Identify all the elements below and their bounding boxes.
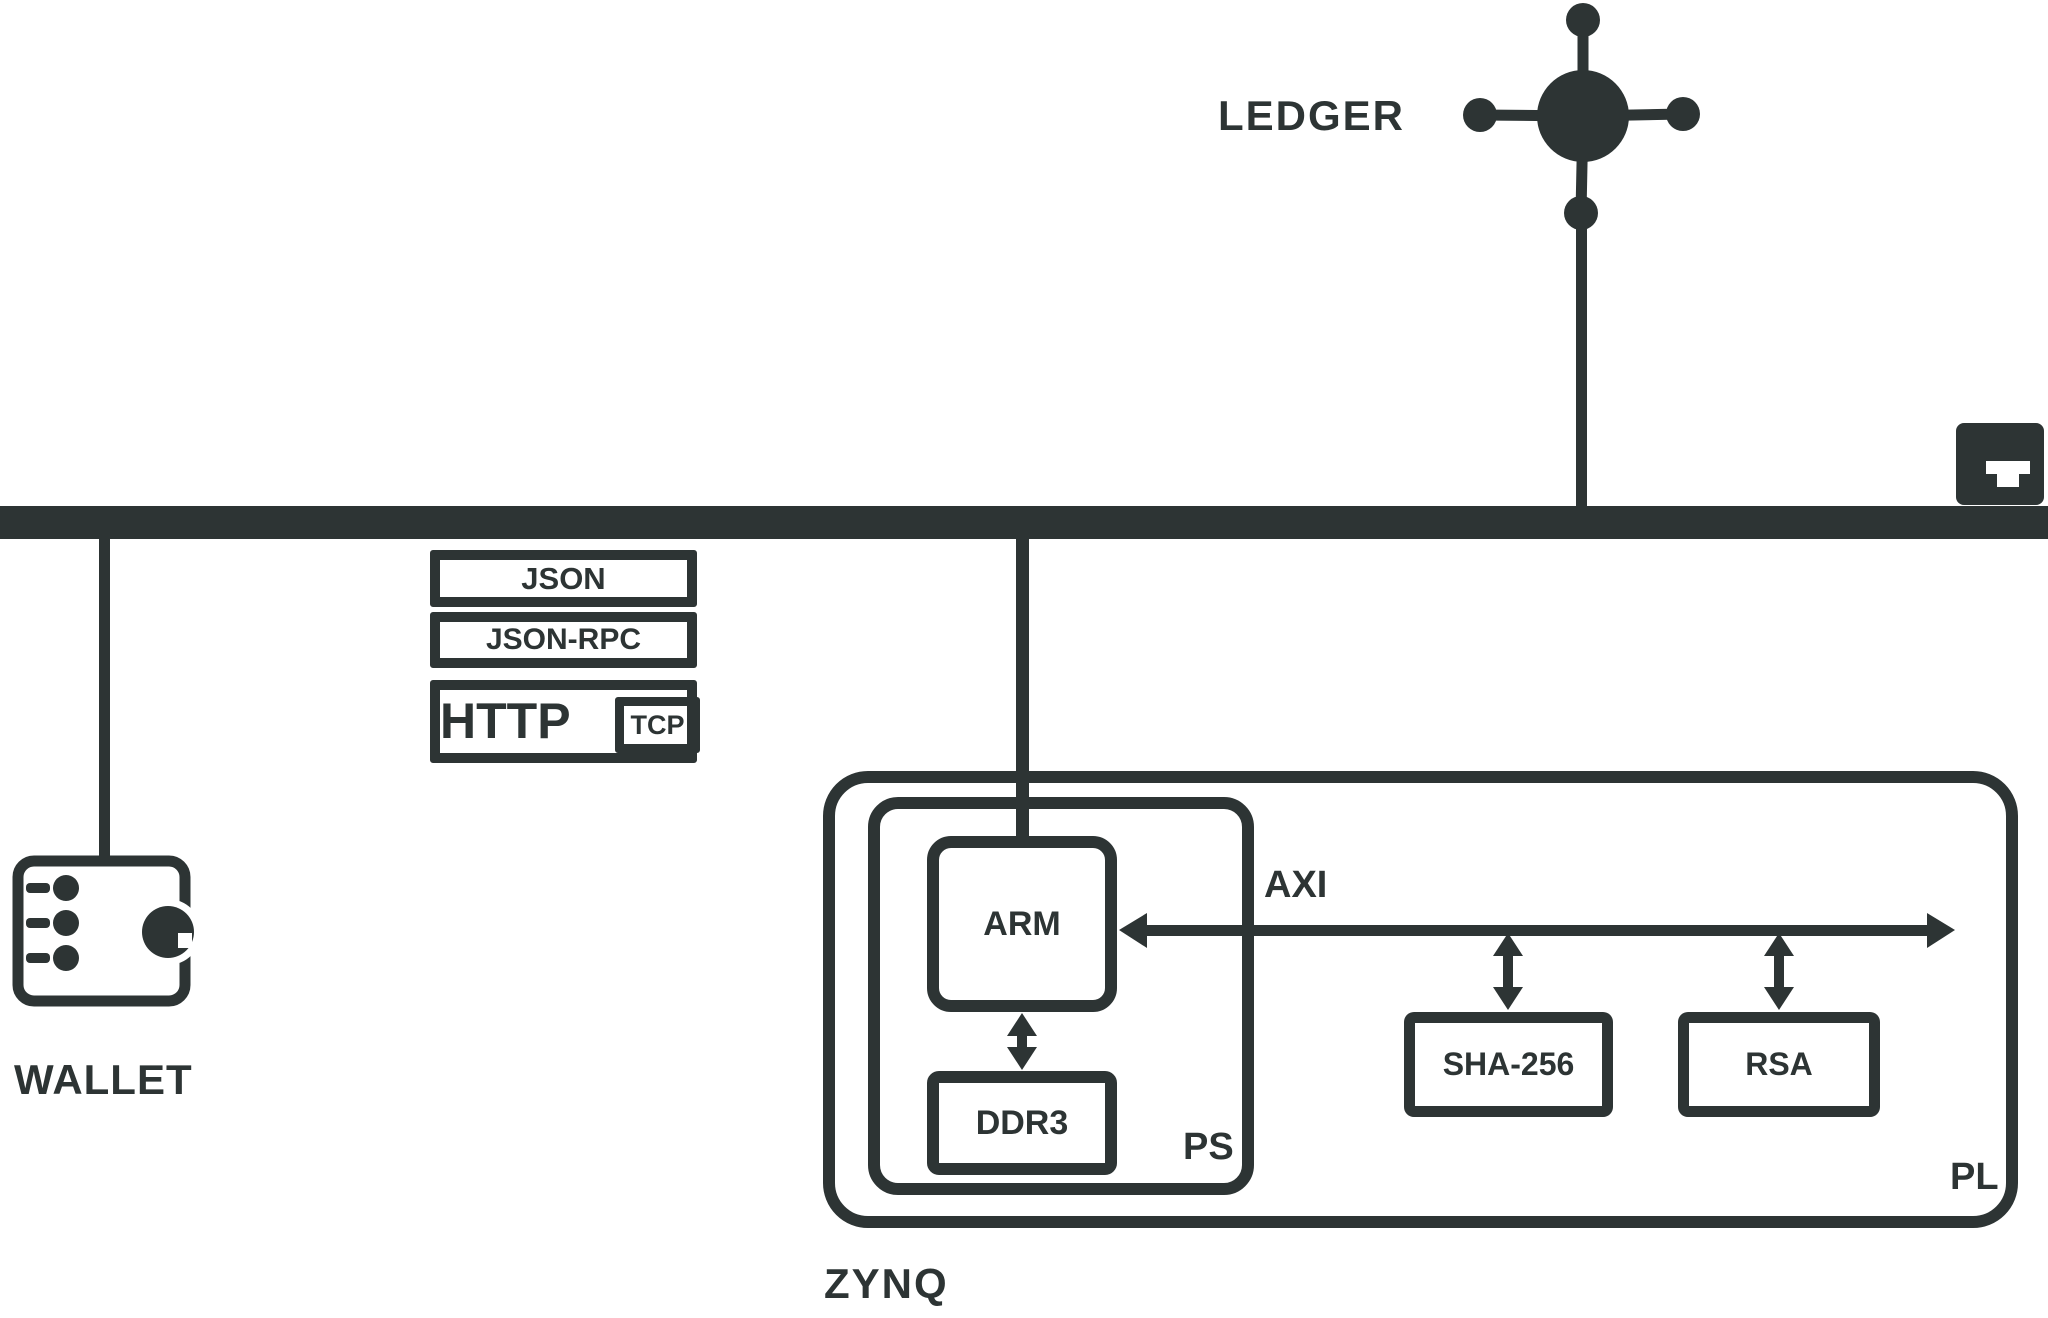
ps-box [868, 797, 1254, 1195]
zynq-bus-connector-line [1016, 538, 1029, 842]
sha256-label: SHA-256 [1442, 1046, 1575, 1082]
rsa-box: RSA [1678, 1012, 1880, 1117]
arm-label: ARM [983, 904, 1061, 943]
zynq-label: ZYNQ [824, 1260, 949, 1307]
ethernet-bus-line [0, 506, 2048, 539]
tcp-label: TCP [630, 709, 685, 740]
http-label: HTTP [440, 693, 571, 749]
arm-box: ARM [927, 836, 1117, 1012]
jsonrpc-label: JSON-RPC [485, 623, 642, 656]
rsa-label: RSA [1745, 1046, 1813, 1082]
zynq-pl-box [823, 771, 2018, 1228]
wallet-bus-connector-line [99, 538, 110, 858]
wallet-label: WALLET [14, 1056, 193, 1103]
ledger-bus-connector-line [1576, 228, 1587, 508]
ps-label: PS [1183, 1126, 1234, 1168]
network-hub-icon [1463, 3, 1700, 230]
sha256-box: SHA-256 [1404, 1012, 1613, 1117]
ddr3-label: DDR3 [975, 1103, 1069, 1142]
ledger-label: LEDGER [1218, 92, 1406, 139]
json-label: JSON [521, 560, 606, 596]
pl-label: PL [1950, 1156, 1999, 1198]
ethernet-port-icon [1956, 423, 2044, 505]
protocol-box-json: JSON [430, 550, 697, 607]
axi-label: AXI [1264, 864, 1328, 906]
ddr3-box: DDR3 [927, 1071, 1117, 1175]
wallet-icon [12, 855, 201, 1007]
protocol-box-jsonrpc: JSON-RPC [430, 612, 697, 668]
tcp-box: TCP [615, 697, 700, 753]
